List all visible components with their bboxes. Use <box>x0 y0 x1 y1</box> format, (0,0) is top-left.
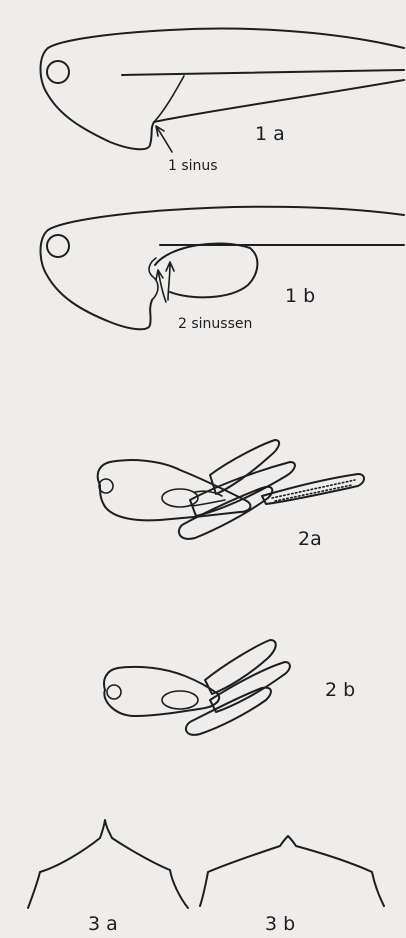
fig-1a-wing-line <box>122 70 404 75</box>
fig-1a-label: 1 a <box>255 123 285 145</box>
fig-1b-sinus-label: 2 sinussen <box>178 316 252 332</box>
fig-2b-label: 2 b <box>325 679 355 701</box>
fig-1a-sinus-label: 1 sinus <box>168 158 218 174</box>
fig-2b-hindleg-1 <box>205 640 276 694</box>
fig-3b-label: 3 b <box>265 913 295 935</box>
fig-3a-outline <box>28 820 188 908</box>
fig-2b-femur <box>186 688 271 735</box>
fig-1a-pointer-arrow <box>156 126 172 152</box>
figure-3a: 3 a <box>28 820 188 935</box>
fig-2b-eye <box>107 685 121 699</box>
fig-2b-hindleg-2 <box>210 662 290 712</box>
fig-2a-eye <box>99 479 113 493</box>
fig-1b-pointer-arrow-2 <box>166 262 174 300</box>
fig-2b-wing-spot <box>162 691 198 709</box>
fig-2a-hindleg-2 <box>190 462 295 516</box>
figure-1b: 1 b 2 sinussen <box>41 207 405 332</box>
fig-1b-body-outline <box>41 207 405 330</box>
fig-3b-outline <box>200 836 384 906</box>
fig-2a-label: 2a <box>298 528 322 550</box>
fig-1a-eye <box>47 61 69 83</box>
fig-1b-eye <box>47 235 69 257</box>
fig-3a-label: 3 a <box>88 913 118 935</box>
figure-1a: 1 a 1 sinus <box>41 29 405 174</box>
fig-2a-wing-veins <box>192 491 225 506</box>
fig-1a-wing-diagonal <box>154 76 184 122</box>
fig-1b-label: 1 b <box>285 285 315 307</box>
figure-2b: 2 b <box>104 640 355 735</box>
figure-3b: 3 b <box>200 836 384 935</box>
fig-1a-wing-lower <box>154 80 404 122</box>
figure-2a: 2a <box>98 440 364 550</box>
